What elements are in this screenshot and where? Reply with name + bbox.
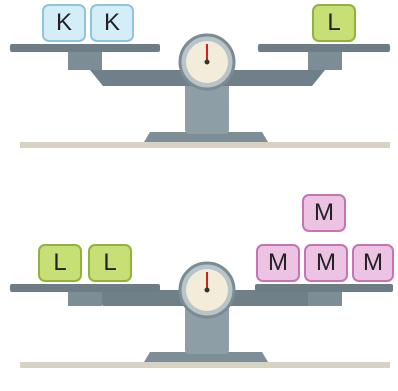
- balance-scale-1: K K L: [0, 0, 398, 180]
- ground-shadow: [20, 362, 390, 368]
- balance-scale-2: L L M M M M: [0, 190, 398, 370]
- right-pan-stem: [308, 292, 342, 306]
- scale-1-drawing: [10, 33, 390, 148]
- left-pan-stem: [68, 52, 102, 70]
- ground-shadow: [20, 142, 390, 148]
- block-letter: M: [316, 249, 336, 276]
- block-letter: M: [268, 249, 288, 276]
- block-m: M: [302, 194, 346, 232]
- left-pan: [10, 284, 160, 292]
- right-pan: [258, 44, 390, 52]
- left-pan-stem: [68, 292, 102, 306]
- block-k: K: [42, 4, 86, 42]
- block-letter: M: [363, 249, 383, 276]
- right-pan-stem: [308, 52, 342, 70]
- left-pan: [10, 44, 160, 52]
- block-letter: L: [53, 249, 67, 276]
- block-letter: L: [103, 249, 117, 276]
- block-m: M: [352, 244, 394, 282]
- scale-column: [185, 80, 229, 134]
- scale-base: [144, 352, 268, 362]
- block-letter: L: [327, 9, 341, 36]
- block-k: K: [90, 4, 134, 42]
- block-l: L: [312, 4, 356, 42]
- block-l: L: [38, 244, 82, 282]
- block-m: M: [256, 244, 300, 282]
- scale-2-drawing: [10, 261, 393, 368]
- block-letter: M: [314, 199, 334, 226]
- block-letter: K: [55, 9, 72, 36]
- block-m: M: [304, 244, 348, 282]
- block-l: L: [88, 244, 132, 282]
- block-letter: K: [103, 9, 120, 36]
- scale-base: [144, 132, 268, 142]
- right-pan: [255, 284, 393, 292]
